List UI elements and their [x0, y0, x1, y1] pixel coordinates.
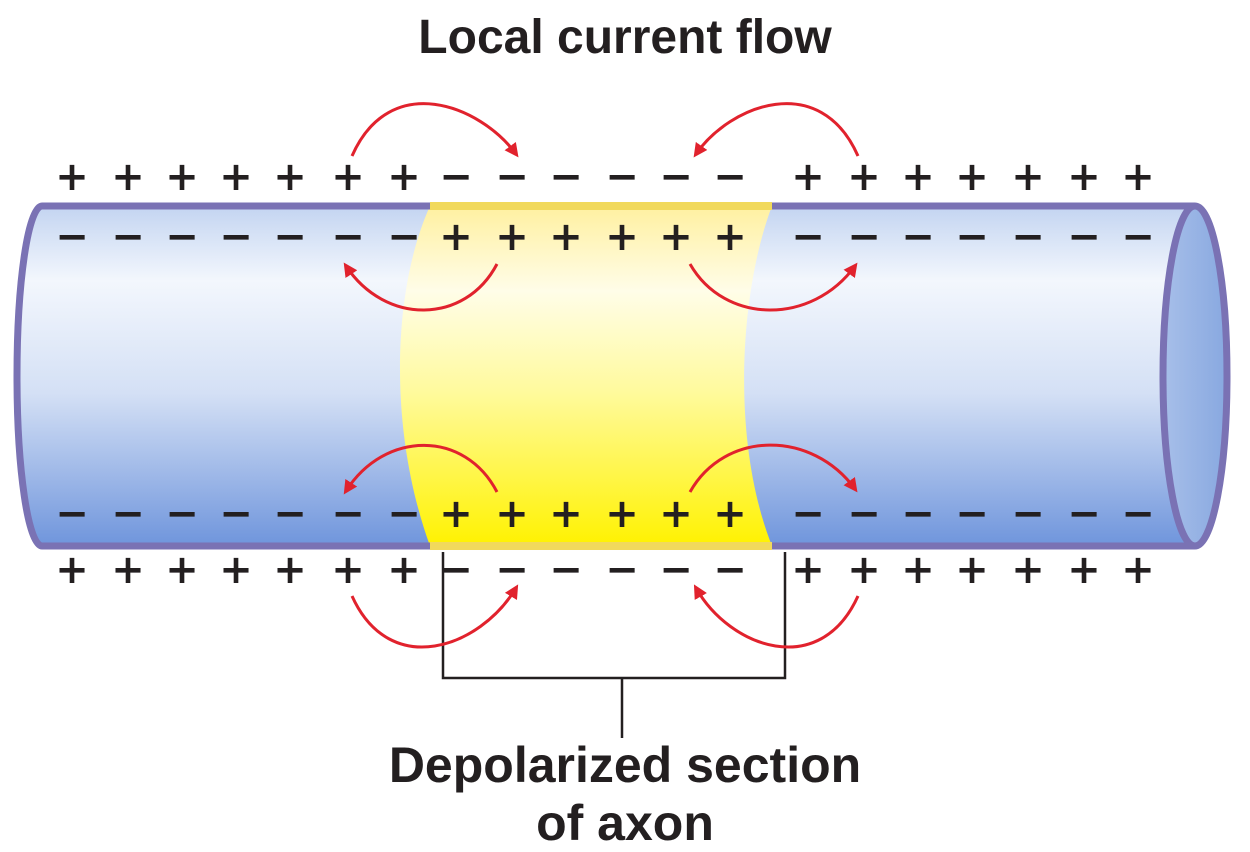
minus-sign-outer-bottom-middle-3: − — [605, 547, 639, 593]
current-arrow-top-left — [350, 102, 519, 158]
plus-sign-outer-bottom-right-5: + — [1067, 547, 1101, 593]
minus-sign-inner-top-right-4: − — [1011, 214, 1045, 260]
plus-sign-outer-top-right-3: + — [955, 154, 989, 200]
minus-sign-outer-bottom-middle-5: − — [713, 547, 747, 593]
minus-sign-inner-bottom-left-1: − — [111, 491, 145, 537]
depolarized-section-label: Depolarized section — [388, 737, 862, 793]
current-arrow-bottom-right — [693, 584, 860, 649]
minus-sign-inner-bottom-left-5: − — [331, 491, 365, 537]
plus-sign-inner-top-middle-1: + — [495, 214, 529, 260]
minus-sign-inner-bottom-right-1: − — [847, 491, 881, 537]
plus-sign-outer-top-right-6: + — [1121, 154, 1155, 200]
minus-sign-inner-bottom-left-6: − — [387, 491, 421, 537]
current-arrow-lower-inner-right — [688, 443, 858, 493]
plus-sign-inner-bottom-middle-5: + — [713, 491, 747, 537]
current-arrow-upper-inner-right — [688, 262, 858, 312]
minus-sign-outer-bottom-middle-2: − — [549, 547, 583, 593]
minus-sign-inner-top-right-3: − — [955, 214, 989, 260]
plus-sign-inner-bottom-middle-1: + — [495, 491, 529, 537]
plus-sign-outer-bottom-left-6: + — [387, 547, 421, 593]
plus-sign-outer-top-right-4: + — [1011, 154, 1045, 200]
minus-sign-inner-top-left-0: − — [55, 214, 89, 260]
minus-sign-inner-top-right-0: − — [791, 214, 825, 260]
minus-sign-inner-top-right-1: − — [847, 214, 881, 260]
minus-sign-inner-bottom-right-0: − — [791, 491, 825, 537]
minus-sign-inner-bottom-right-3: − — [955, 491, 989, 537]
minus-sign-inner-top-right-6: − — [1121, 214, 1155, 260]
minus-sign-inner-top-left-3: − — [219, 214, 253, 260]
minus-sign-inner-bottom-left-2: − — [165, 491, 199, 537]
plus-sign-outer-top-left-4: + — [273, 154, 307, 200]
minus-sign-outer-top-middle-5: − — [713, 154, 747, 200]
plus-sign-outer-top-left-2: + — [165, 154, 199, 200]
plus-sign-inner-bottom-middle-2: + — [549, 491, 583, 537]
minus-sign-outer-top-middle-2: − — [549, 154, 583, 200]
minus-sign-outer-top-middle-0: − — [439, 154, 473, 200]
minus-sign-inner-top-left-5: − — [331, 214, 365, 260]
minus-sign-outer-top-middle-1: − — [495, 154, 529, 200]
plus-sign-inner-top-middle-5: + — [713, 214, 747, 260]
plus-sign-outer-bottom-left-4: + — [273, 547, 307, 593]
plus-sign-outer-top-right-5: + — [1067, 154, 1101, 200]
plus-sign-outer-bottom-right-1: + — [847, 547, 881, 593]
current-flow-arrows — [343, 102, 860, 649]
minus-sign-inner-top-left-1: − — [111, 214, 145, 260]
depolarized-bracket — [441, 552, 787, 738]
minus-sign-inner-bottom-left-4: − — [273, 491, 307, 537]
plus-sign-outer-top-left-1: + — [111, 154, 145, 200]
depolarized-section-label-line2: of axon — [536, 795, 714, 851]
plus-sign-outer-top-right-1: + — [847, 154, 881, 200]
minus-sign-outer-bottom-middle-0: − — [439, 547, 473, 593]
current-arrow-bottom-left — [350, 584, 519, 649]
minus-sign-inner-bottom-right-5: − — [1067, 491, 1101, 537]
minus-sign-inner-bottom-right-2: − — [901, 491, 935, 537]
minus-sign-inner-bottom-right-6: − — [1121, 491, 1155, 537]
current-arrow-top-right — [693, 102, 860, 158]
plus-sign-outer-top-right-2: + — [901, 154, 935, 200]
minus-sign-inner-top-left-6: − — [387, 214, 421, 260]
plus-sign-outer-top-left-6: + — [387, 154, 421, 200]
plus-sign-inner-top-middle-0: + — [439, 214, 473, 260]
plus-sign-outer-top-left-5: + — [331, 154, 365, 200]
minus-sign-outer-top-middle-3: − — [605, 154, 639, 200]
plus-sign-inner-top-middle-4: + — [659, 214, 693, 260]
plus-sign-outer-bottom-right-0: + — [791, 547, 825, 593]
minus-sign-outer-top-middle-4: − — [659, 154, 693, 200]
plus-sign-outer-bottom-right-6: + — [1121, 547, 1155, 593]
plus-sign-outer-bottom-right-3: + — [955, 547, 989, 593]
minus-sign-outer-bottom-middle-4: − — [659, 547, 693, 593]
diagram-title: Local current flow — [418, 11, 832, 64]
plus-sign-outer-top-left-3: + — [219, 154, 253, 200]
plus-sign-outer-bottom-left-2: + — [165, 547, 199, 593]
plus-sign-outer-bottom-right-4: + — [1011, 547, 1045, 593]
plus-sign-outer-bottom-left-3: + — [219, 547, 253, 593]
plus-sign-inner-bottom-middle-0: + — [439, 491, 473, 537]
plus-sign-inner-top-middle-3: + — [605, 214, 639, 260]
minus-sign-inner-bottom-right-4: − — [1011, 491, 1045, 537]
plus-sign-outer-top-left-0: + — [55, 154, 89, 200]
depolarized-section — [399, 206, 772, 546]
axon-end-cap — [1159, 202, 1231, 550]
plus-sign-outer-bottom-left-5: + — [331, 547, 365, 593]
membrane-charges: +++++++−−−−−−+++++++−−−−−−−++++++−−−−−−−… — [55, 154, 1155, 593]
plus-sign-inner-bottom-middle-3: + — [605, 491, 639, 537]
plus-sign-inner-top-middle-2: + — [549, 214, 583, 260]
current-arrow-lower-inner-left — [343, 444, 499, 495]
plus-sign-outer-bottom-left-1: + — [111, 547, 145, 593]
plus-sign-outer-bottom-left-0: + — [55, 547, 89, 593]
minus-sign-inner-top-left-2: − — [165, 214, 199, 260]
minus-sign-inner-top-right-5: − — [1067, 214, 1101, 260]
minus-sign-inner-top-left-4: − — [273, 214, 307, 260]
minus-sign-inner-top-right-2: − — [901, 214, 935, 260]
plus-sign-inner-bottom-middle-4: + — [659, 491, 693, 537]
minus-sign-inner-bottom-left-0: − — [55, 491, 89, 537]
minus-sign-outer-bottom-middle-1: − — [495, 547, 529, 593]
plus-sign-outer-top-right-0: + — [791, 154, 825, 200]
minus-sign-inner-bottom-left-3: − — [219, 491, 253, 537]
axon-tube-outline — [13, 202, 1195, 550]
current-arrow-upper-inner-left — [343, 262, 499, 312]
plus-sign-outer-bottom-right-2: + — [901, 547, 935, 593]
